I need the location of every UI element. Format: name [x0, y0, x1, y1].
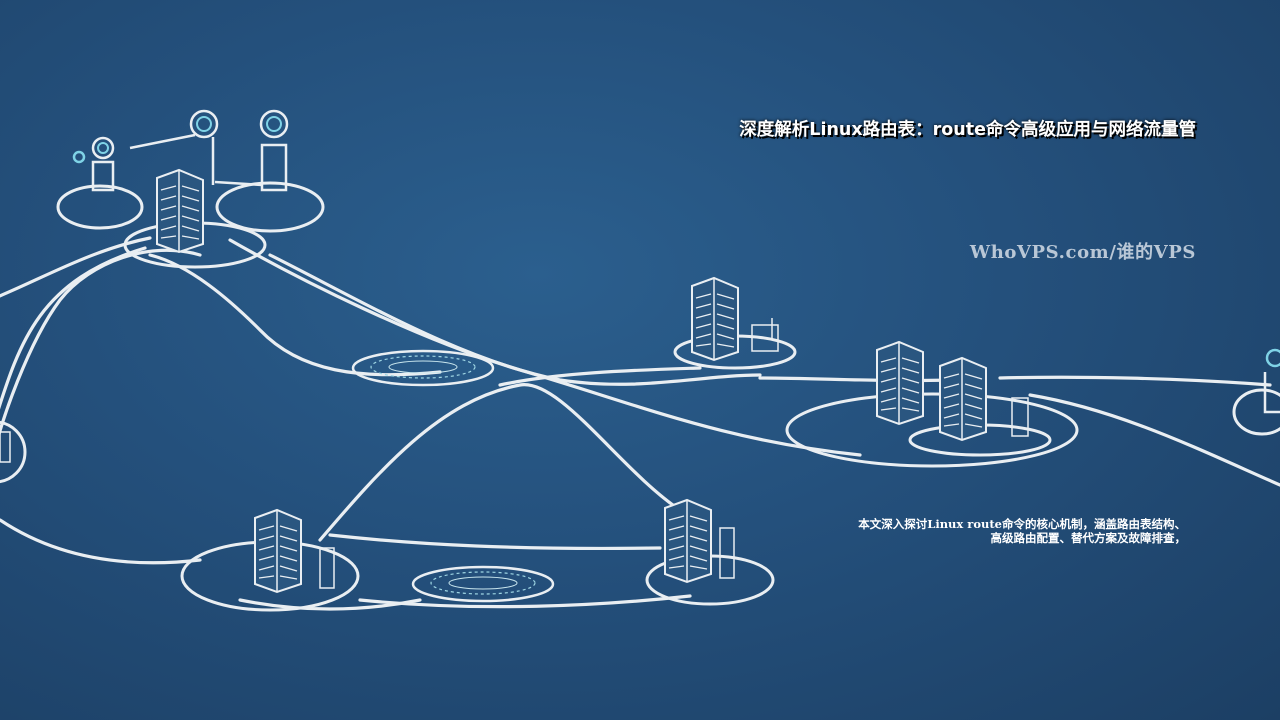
rack-detail-icons	[0, 318, 1029, 589]
connection-lines	[0, 236, 1280, 611]
server-icon	[254, 509, 302, 593]
server-icon	[939, 357, 987, 441]
description-line: 高级路由配置、替代方案及故障排查，	[990, 531, 1187, 545]
server-icon	[664, 499, 712, 583]
description: 本文深入探讨Linux route命令的核心机制，涵盖路由表结构、 高级路由配置…	[766, 517, 1186, 545]
server-icon	[156, 169, 204, 253]
antenna-icons	[72, 109, 1280, 414]
server-icon	[876, 341, 924, 425]
site-name: WhoVPS.com/谁的VPS	[969, 242, 1196, 263]
network-hub-icon	[351, 349, 495, 387]
page-title: 深度解析Linux路由表：route命令高级应用与网络流量管	[739, 120, 1196, 140]
server-icon	[691, 277, 739, 361]
description-line: 本文深入探讨Linux route命令的核心机制，涵盖路由表结构、	[858, 517, 1186, 531]
network-hub-icon	[411, 565, 555, 603]
